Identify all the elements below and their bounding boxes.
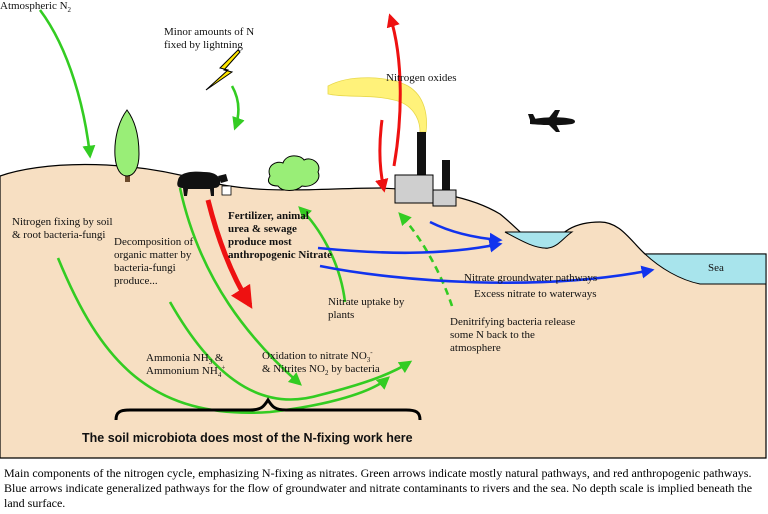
pond [504,231,574,249]
arrow-to-pond-b [317,239,503,255]
label-nitrate-uptake: Nitrate uptake by plants [328,296,405,321]
label-excess-nitrate: Excess nitrate to waterways [474,288,597,300]
arrow-nitrogen-oxides-up [386,13,402,167]
anthropogenic-pathway-arrows [205,13,402,309]
figure-caption: Main components of the nitrogen cycle, e… [4,466,753,510]
label-atmospheric-n2: Atmospheric N2 [0,0,72,15]
groundwater-pathway-arrows [317,220,655,285]
arrow-ammonia-to-oxidation [168,301,413,401]
arrow-nitrogen-oxides-down [375,119,389,193]
label-lightning: Minor amounts of N fixed by lightning [164,26,255,51]
arrow-to-pond-a [429,220,503,246]
label-sea: Sea [708,262,724,274]
nitrogen-cycle-diagram [0,9,767,459]
factory-icon [394,132,457,207]
airplane-icon [528,110,575,132]
arrow-nitrate-uptake [298,206,347,303]
arrow-nitrogen-fixing [56,257,390,415]
sea-water [643,253,767,285]
arrow-lightning [230,85,245,131]
label-denitrifying: Denitrifying bacteria release some N bac… [450,316,576,354]
arrow-fertilizer [205,199,253,309]
arrow-decomposition [178,187,302,386]
bush-icon [267,155,320,191]
label-oxidation: Oxidation to nitrate NO3- & Nitrites NO2… [262,348,380,378]
label-fertilizer: Fertilizer, animal urea & sewage produce… [228,210,332,261]
smoke-plume [327,77,427,133]
cow-icon [177,171,232,196]
soil-brace [114,397,422,421]
arrow-atmospheric-n2 [38,9,96,159]
arrow-to-sea [319,264,655,285]
label-soil-microbiota: The soil microbiota does most of the N-f… [82,431,413,445]
arrow-denitrifying [398,212,454,307]
tree-icon [114,109,140,182]
label-ammonia: Ammonia NH3 & Ammonium NH4+ [146,352,226,380]
land-surface [0,163,767,459]
lightning-icon [205,49,241,91]
label-decomposition: Decomposition of organic matter by bacte… [114,236,194,287]
natural-pathway-arrows [38,9,454,415]
label-nitrogen-oxides: Nitrogen oxides [386,72,457,84]
label-nitrogen-fixing: Nitrogen fixing by soil & root bacteria-… [12,216,113,241]
label-groundwater-pathways: Nitrate groundwater pathways [464,272,598,284]
